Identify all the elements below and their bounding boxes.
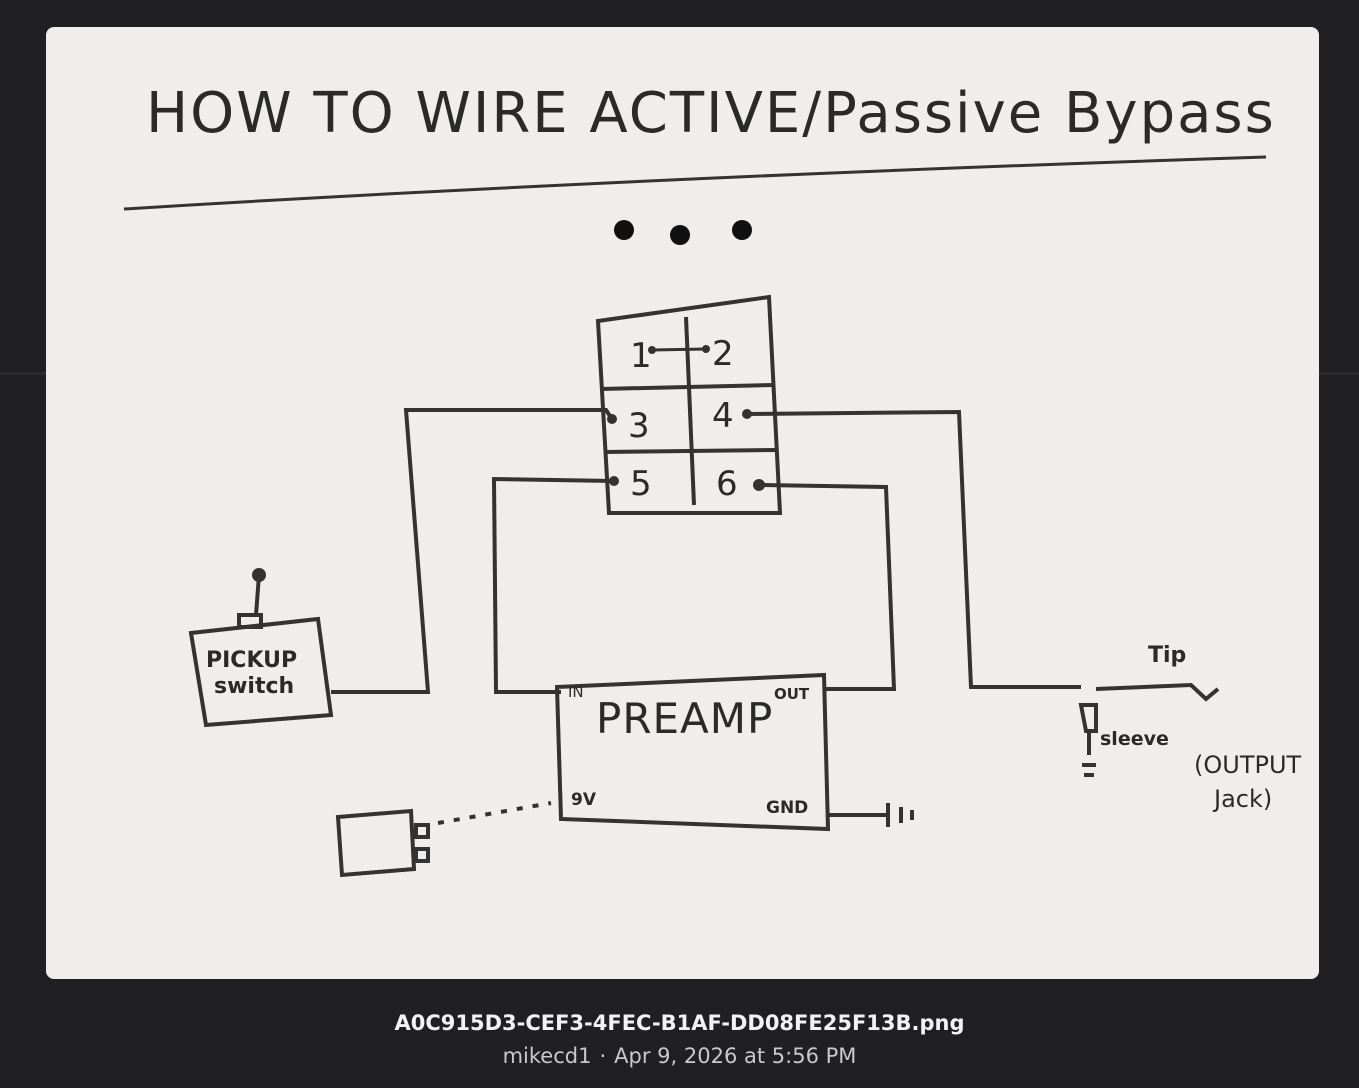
author-name[interactable]: mikecd1 [502, 1044, 592, 1068]
preamp-9v-label: 9V [571, 790, 597, 810]
sketch-title: HOW TO WIRE ACTIVE/Passive Bypass [146, 81, 1276, 146]
lightbox-image[interactable]: HOW TO WIRE ACTIVE/Passive Bypass 1 2 3 … [46, 27, 1319, 979]
battery-lead [437, 801, 552, 825]
lug-label: 4 [712, 396, 734, 436]
pickup-label: switch [214, 674, 294, 699]
knob-dot [670, 225, 690, 245]
lug-jumper [651, 347, 707, 352]
pickup-switch [188, 568, 334, 728]
knob-dot [614, 220, 634, 240]
wires [331, 408, 1220, 702]
upload-date: Apr 9, 2026 at 5:56 PM [614, 1044, 857, 1068]
meta-separator: · [599, 1044, 607, 1068]
preamp-out-label: OUT [774, 685, 810, 703]
battery [335, 808, 430, 878]
lug-label: 1 [630, 336, 652, 376]
title-underline [123, 155, 1267, 211]
file-name[interactable]: A0C915D3-CEF3-4FEC-B1AF-DD08FE25F13B.png [394, 1011, 965, 1035]
lightbox-caption: A0C915D3-CEF3-4FEC-B1AF-DD08FE25F13B.png… [0, 1008, 1359, 1071]
preamp-label: PREAMP [596, 694, 773, 743]
image-meta: mikecd1 · Apr 9, 2026 at 5:56 PM [0, 1041, 1359, 1071]
jack-label: Jack) [1212, 785, 1272, 813]
ground-symbol [828, 803, 914, 827]
preamp [554, 672, 831, 832]
wiring-sketch: HOW TO WIRE ACTIVE/Passive Bypass 1 2 3 … [123, 81, 1302, 878]
knob-dot [732, 220, 752, 240]
pickup-label: PICKUP [206, 648, 297, 673]
preamp-gnd-label: GND [766, 798, 808, 818]
lug-label: 6 [716, 464, 738, 504]
lug-dot [648, 346, 656, 354]
dpdt-switch [595, 294, 783, 515]
lug-label: 2 [712, 334, 734, 374]
jack-label: (OUTPUT [1194, 751, 1302, 779]
output-jack [1078, 703, 1098, 777]
lug-label: 3 [628, 406, 650, 446]
jack-sleeve-label: sleeve [1100, 728, 1169, 750]
preamp-in-label: IN [568, 683, 584, 701]
jack-tip-label: Tip [1148, 643, 1186, 668]
lug-dot [702, 345, 710, 353]
lug-label: 5 [630, 464, 652, 504]
